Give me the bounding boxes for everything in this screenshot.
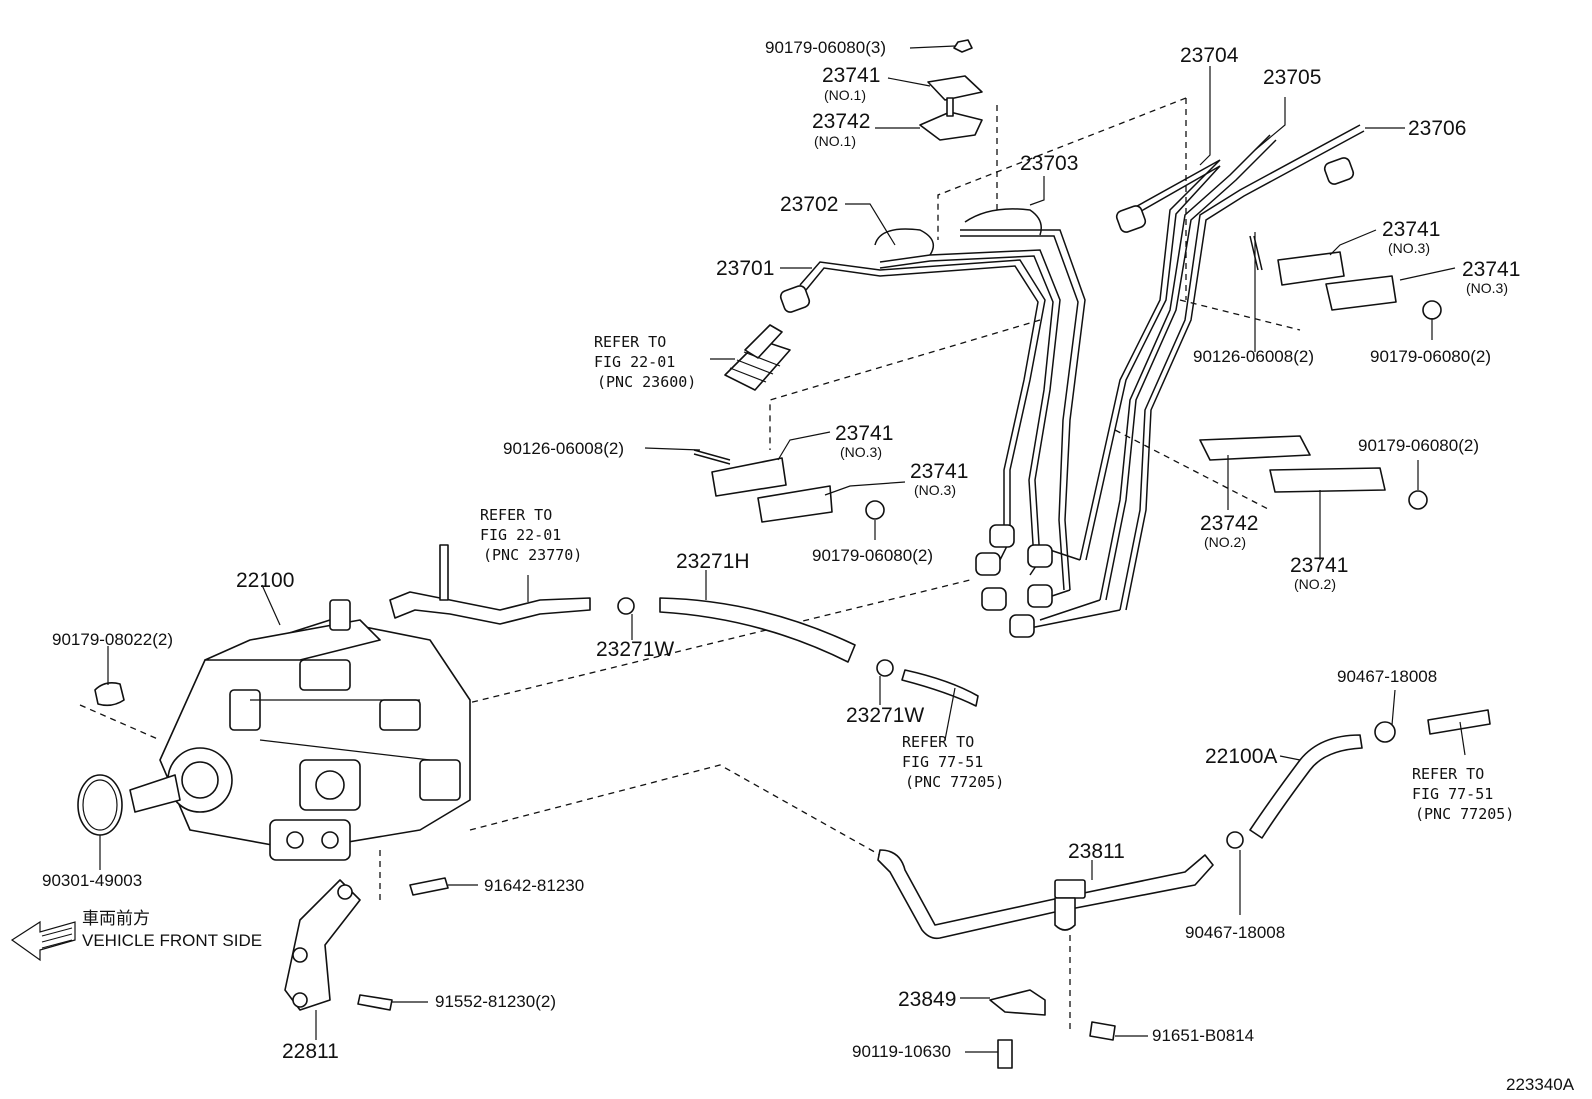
label-23741-no3-r2: 23741 — [1462, 258, 1520, 281]
vehicle-front-arrow — [10, 920, 76, 962]
label-23741-no3-l1-sub: (NO.3) — [840, 444, 882, 460]
clamp-group-upper — [919, 39, 983, 141]
return-pipe — [877, 709, 1491, 940]
label-23742-no1: 23742 — [812, 110, 870, 133]
direction-jp: 車両前方 — [82, 909, 150, 928]
direction-en: VEHICLE FRONT SIDE — [82, 931, 262, 950]
refer-1-line1: REFER TO — [594, 333, 666, 351]
refer-3-line2: FIG 77-51 — [902, 753, 983, 771]
label-22811: 22811 — [282, 1040, 339, 1063]
label-23741-no3-r1: 23741 — [1382, 218, 1440, 241]
refer-to-4: REFER TO FIG 77-51 (PNC 77205) — [1412, 765, 1514, 823]
part-labels: 90179-06080(3) 23741 (NO.1) 23742 (NO.1)… — [42, 38, 1520, 1063]
label-23741-no1: 23741 — [822, 64, 880, 87]
clamp-23742-no1 — [919, 111, 983, 141]
leader-lines — [99, 45, 1466, 1053]
label-90467-18008-b: 90467-18008 — [1337, 667, 1437, 686]
label-23271H: 23271H — [676, 550, 750, 573]
label-23742-no1-sub: (NO.1) — [814, 133, 856, 149]
label-23811: 23811 — [1068, 840, 1125, 863]
label-90179-06080-l: 90179-06080(2) — [812, 546, 933, 565]
label-23741-no2-sub: (NO.2) — [1294, 576, 1336, 592]
label-90126-06008-l: 90126-06008(2) — [503, 439, 624, 458]
label-23741-no1-sub: (NO.1) — [824, 87, 866, 103]
label-23704: 23704 — [1180, 44, 1239, 67]
nozzle-holder — [724, 324, 791, 391]
injection-pipes — [799, 124, 1365, 631]
hoses-middle — [389, 544, 979, 707]
clamp-23741-no1 — [927, 75, 983, 101]
refer-1-line2: FIG 22-01 — [594, 353, 675, 371]
label-23703: 23703 — [1020, 152, 1078, 175]
label-90301-49003: 90301-49003 — [42, 871, 142, 890]
injection-pump-22100 — [129, 599, 471, 861]
bracket-22811 — [284, 877, 449, 1011]
label-23705: 23705 — [1263, 66, 1321, 89]
label-23741-no3-l2: 23741 — [910, 460, 968, 483]
label-22100: 22100 — [236, 569, 294, 592]
refer-3-line1: REFER TO — [902, 733, 974, 751]
label-90119-10630: 90119-10630 — [852, 1042, 951, 1061]
hose-23271H — [659, 597, 856, 663]
refer-to-2: REFER TO FIG 22-01 (PNC 23770) — [480, 506, 582, 564]
label-90126-06008-r: 90126-06008(2) — [1193, 347, 1314, 366]
o-ring-90301-49003 — [77, 774, 123, 836]
label-23706: 23706 — [1408, 117, 1466, 140]
label-91651-B0814: 91651-B0814 — [1152, 1026, 1254, 1045]
label-23741-no3-l1: 23741 — [835, 422, 893, 445]
label-23741-no3-r2-sub: (NO.3) — [1466, 280, 1508, 296]
diagram-id: 223340A — [1506, 1075, 1575, 1094]
refer-4-line1: REFER TO — [1412, 765, 1484, 783]
nut-90179-06080 — [953, 39, 973, 53]
refer-2-line1: REFER TO — [480, 506, 552, 524]
pump-small-parts — [77, 682, 125, 836]
label-23741-no3-r1-sub: (NO.3) — [1388, 240, 1430, 256]
label-23741-no3-l2-sub: (NO.3) — [914, 482, 956, 498]
label-23702: 23702 — [780, 193, 838, 216]
refer-to-1: REFER TO FIG 22-01 (PNC 23600) — [594, 333, 696, 391]
label-23271W-a: 23271W — [596, 638, 674, 661]
refer-3-line3: (PNC 77205) — [905, 773, 1004, 791]
label-23271W-b: 23271W — [846, 704, 924, 727]
label-90179-06080-r: 90179-06080(2) — [1370, 347, 1491, 366]
clamp-group-left — [693, 449, 885, 523]
refer-2-line3: (PNC 23770) — [483, 546, 582, 564]
label-90179-06080-m: 90179-06080(2) — [1358, 436, 1479, 455]
label-91552-81230: 91552-81230(2) — [435, 992, 556, 1011]
label-23849: 23849 — [898, 988, 956, 1011]
label-22100A: 22100A — [1205, 745, 1277, 768]
assembly-dashed-lines — [79, 97, 1301, 1030]
label-91642-81230: 91642-81230 — [484, 876, 584, 895]
bracket-23849 — [989, 989, 1116, 1069]
label-23741-no2: 23741 — [1290, 554, 1348, 577]
nut-90179-08022 — [94, 682, 125, 707]
refer-2-line2: FIG 22-01 — [480, 526, 561, 544]
label-23742-no2-sub: (NO.2) — [1204, 534, 1246, 550]
label-90179-06080-3: 90179-06080(3) — [765, 38, 886, 57]
refer-4-line2: FIG 77-51 — [1412, 785, 1493, 803]
label-90467-18008-a: 90467-18008 — [1185, 923, 1285, 942]
clamp-group-right — [1199, 235, 1442, 510]
pipe-nuts — [779, 157, 1355, 638]
label-23701: 23701 — [716, 257, 774, 280]
refer-1-line3: (PNC 23600) — [597, 373, 696, 391]
refer-to-3: REFER TO FIG 77-51 (PNC 77205) — [902, 733, 1004, 791]
refer-4-line3: (PNC 77205) — [1415, 805, 1514, 823]
label-23742-no2: 23742 — [1200, 512, 1258, 535]
label-90179-08022: 90179-08022(2) — [52, 630, 173, 649]
